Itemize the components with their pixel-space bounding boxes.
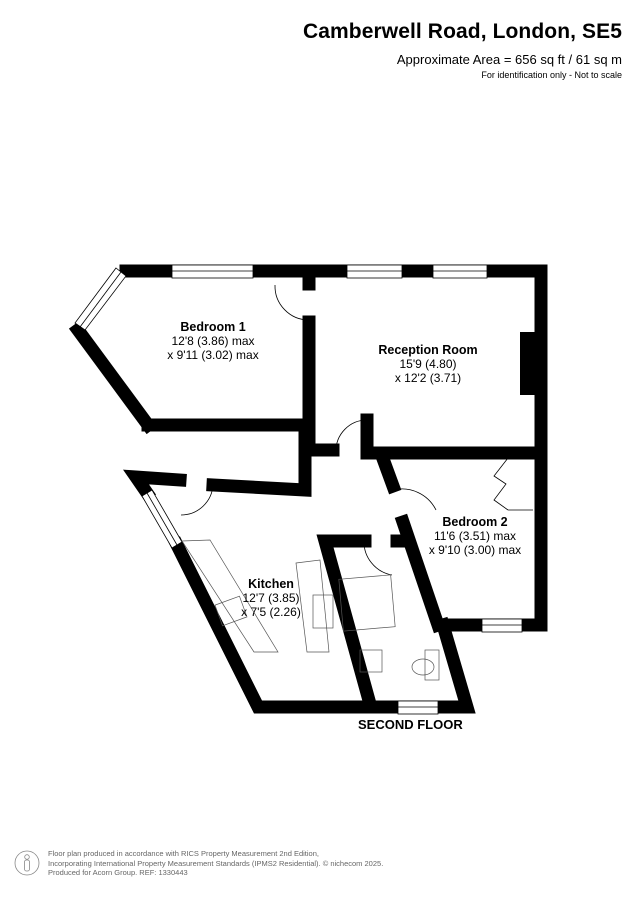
- approximate-area: Approximate Area = 656 sq ft / 61 sq m: [396, 52, 622, 67]
- door-bedroom1: [274, 284, 310, 321]
- footer: Floor plan produced in accordance with R…: [14, 849, 383, 878]
- wall-bedroom1-left: [68, 320, 158, 435]
- shower-tray: [338, 574, 396, 632]
- room-dimension: x 12'2 (3.71): [394, 371, 462, 385]
- wall-bed1-reception-lower: [302, 315, 340, 457]
- room-dimension: 15'9 (4.80): [399, 357, 457, 371]
- room-name: Reception Room: [378, 343, 478, 357]
- window: [481, 618, 523, 633]
- walls: [68, 264, 548, 714]
- room-reception: Reception Room 15'9 (4.80) x 12'2 (3.71): [378, 343, 477, 385]
- footer-line: Incorporating International Property Mea…: [48, 858, 384, 868]
- scale-disclaimer: For identification only - Not to scale: [481, 70, 622, 80]
- door-kitchen: [180, 483, 214, 516]
- door-reception: [335, 419, 368, 453]
- kitchen-counter-left: [181, 539, 279, 653]
- window: [171, 264, 254, 279]
- room-bedroom-2: Bedroom 2 11'6 (3.51) max x 9'10 (3.00) …: [429, 515, 521, 557]
- wall-kitchen-top: [141, 418, 312, 497]
- room-bedroom-1: Bedroom 1 12'8 (3.86) max x 9'11 (3.02) …: [167, 320, 258, 362]
- wall-reception-bottom: [360, 413, 548, 460]
- doors: [180, 284, 533, 576]
- wardrobe-doors: [493, 457, 509, 511]
- wall-bottom: [168, 536, 476, 714]
- room-name: Bedroom 1: [180, 320, 246, 334]
- wall-kitchen-corner: [123, 469, 187, 503]
- room-dimension: x 7'5 (2.26): [241, 605, 301, 619]
- room-dimension: x 9'11 (3.02) max: [167, 348, 259, 362]
- door-bathroom: [363, 539, 393, 576]
- footer-line: Produced for Acorn Group. REF: 1330443: [48, 868, 188, 877]
- basin-icon: [359, 649, 383, 673]
- wall-right: [436, 264, 548, 632]
- property-title: Camberwell Road, London, SE5: [302, 20, 622, 43]
- hob-icon: [214, 595, 248, 627]
- door-bedroom2: [392, 488, 437, 511]
- room-kitchen: Kitchen 12'7 (3.85) x 7'5 (2.26): [241, 577, 301, 619]
- chimney-breast: [520, 332, 535, 395]
- room-dimension: x 9'10 (3.00) max: [428, 543, 522, 557]
- toilet-icon: [411, 658, 435, 676]
- room-dimension: 12'8 (3.86) max: [171, 334, 255, 348]
- room-name: Bedroom 2: [442, 515, 508, 529]
- room-name: Kitchen: [248, 577, 294, 591]
- wall-bathroom-left: [316, 534, 378, 712]
- floor-label: SECOND FLOOR: [358, 717, 463, 732]
- wall-bedroom2-left-upper: [373, 447, 402, 495]
- window: [346, 264, 403, 279]
- kitchen-counter-right: [295, 559, 330, 653]
- room-dimension: 12'7 (3.85): [242, 591, 300, 605]
- window: [432, 264, 488, 279]
- windows: [74, 264, 523, 715]
- person-outline-icon: [14, 850, 40, 876]
- window: [397, 700, 439, 715]
- fixtures: [181, 539, 440, 681]
- sink-icon: [312, 594, 334, 629]
- footer-line: Floor plan produced in accordance with R…: [48, 849, 319, 858]
- room-dimension: 11'6 (3.51) max: [433, 529, 517, 543]
